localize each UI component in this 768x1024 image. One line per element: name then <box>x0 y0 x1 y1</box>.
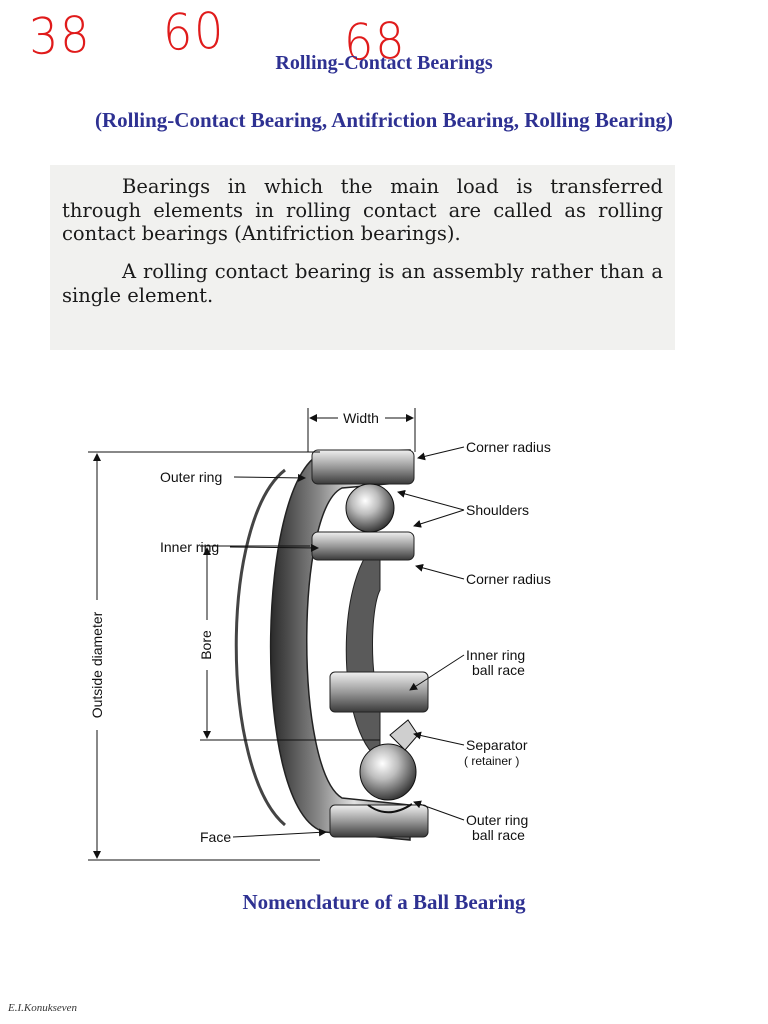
ball-bearing-diagram: Width Outside diameter Bore Outer ring I… <box>80 400 580 870</box>
label-face: Face <box>200 829 231 845</box>
label-outer-ring-ball-race-line2: ball race <box>472 827 525 843</box>
label-outer-ring-ball-race-line1: Outer ring <box>466 812 528 828</box>
figure-caption: Nomenclature of a Ball Bearing <box>0 890 768 915</box>
bearing-illustration <box>236 450 428 840</box>
page-title: Rolling-Contact Bearings <box>0 52 768 75</box>
label-corner-radius-top: Corner radius <box>466 439 551 455</box>
label-outside-diameter: Outside diameter <box>89 611 105 718</box>
excerpt-paragraph-definition: Bearings in which the main load is trans… <box>62 175 663 246</box>
label-inner-ring: Inner ring <box>160 539 219 555</box>
label-width: Width <box>343 410 379 426</box>
label-inner-ring-ball-race-line1: Inner ring <box>466 647 525 663</box>
excerpt-paragraph-assembly: A rolling contact bearing is an assembly… <box>62 260 663 308</box>
label-outer-ring: Outer ring <box>160 469 222 485</box>
label-inner-ring-ball-race-line2: ball race <box>472 662 525 678</box>
label-bore: Bore <box>198 630 214 660</box>
page-subtitle: (Rolling-Contact Bearing, Antifriction B… <box>0 108 768 133</box>
author-credit: E.I.Konukseven <box>8 1002 77 1014</box>
label-corner-radius-mid: Corner radius <box>466 571 551 587</box>
textbook-excerpt: Bearings in which the main load is trans… <box>50 165 675 350</box>
label-retainer: ( retainer ) <box>464 754 519 768</box>
label-shoulders: Shoulders <box>466 502 529 518</box>
label-separator: Separator <box>466 737 528 753</box>
